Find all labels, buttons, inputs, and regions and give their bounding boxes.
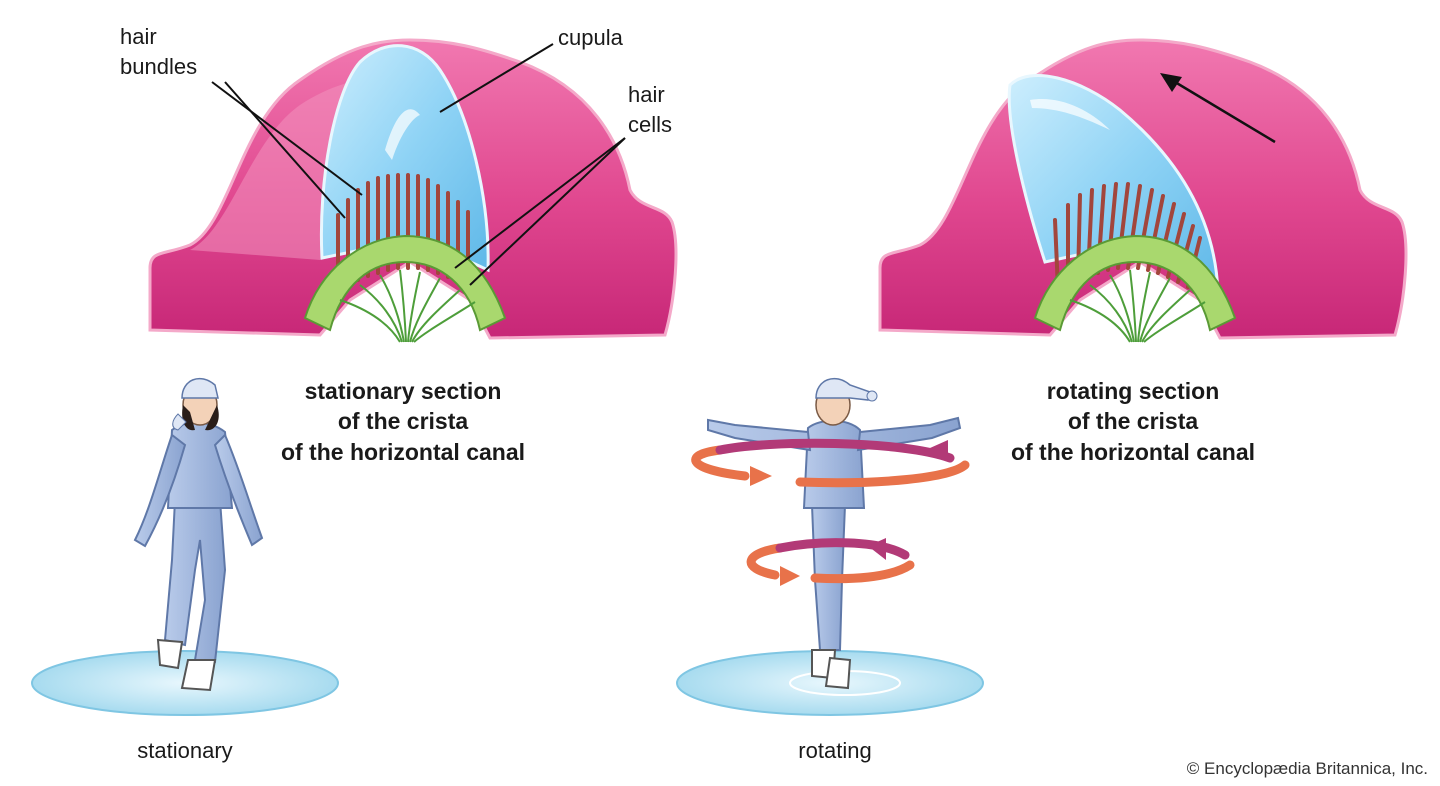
copyright-credit: © Encyclopædia Britannica, Inc.: [1187, 759, 1428, 778]
caption-stationary-2: of the crista: [338, 408, 469, 434]
leader-lines: [211, 43, 626, 286]
label-hair-bundles-1: hair: [120, 24, 157, 49]
cupula-highlight: [385, 109, 420, 160]
skater-torso-r: [802, 419, 866, 509]
skater-hat: [181, 377, 219, 399]
label-hair-cells-2: cells: [628, 112, 672, 137]
rotating-skater: [676, 377, 984, 716]
caption-rotating-2: of the crista: [1068, 408, 1199, 434]
skater-arm-right: [213, 433, 264, 547]
label-cupula: cupula: [558, 25, 624, 50]
caption-rotating-3: of the horizontal canal: [1011, 439, 1255, 465]
nerve-fibers-stationary: [339, 269, 476, 343]
label-hair-cells-1: hair: [628, 82, 665, 107]
skater-hair: [182, 405, 219, 431]
nerve-fibers-rotating: [1069, 269, 1206, 343]
skater-hat-r: [815, 377, 871, 401]
caption-rotating-1: rotating section: [1047, 378, 1220, 404]
rotation-arrowheads: [750, 440, 948, 586]
cupula-highlight-right: [1030, 99, 1110, 130]
hair-cells-stationary: [303, 234, 507, 332]
flow-arrow: [1160, 73, 1276, 144]
labels: hair bundles cupula hair cells stationar…: [120, 24, 1428, 778]
stationary-skater: [31, 377, 339, 716]
rotating-crista: [878, 38, 1408, 343]
label-hair-bundles-2: bundles: [120, 54, 197, 79]
hair-cells-rotating: [1033, 234, 1237, 332]
skate-r2: [824, 656, 852, 690]
skater-arm-left: [133, 433, 187, 548]
label-rotating: rotating: [798, 738, 871, 763]
skate-left: [156, 638, 184, 670]
hat-pompom: [866, 390, 878, 402]
caption-stationary-3: of the horizontal canal: [281, 439, 525, 465]
caption-stationary-1: stationary section: [305, 378, 502, 404]
label-stationary: stationary: [137, 738, 232, 763]
stationary-crista: [148, 38, 678, 343]
rotation-arrows: [691, 438, 970, 584]
skate-right: [180, 659, 217, 692]
skater-scarf: [172, 413, 187, 431]
skater-legs: [163, 499, 227, 664]
